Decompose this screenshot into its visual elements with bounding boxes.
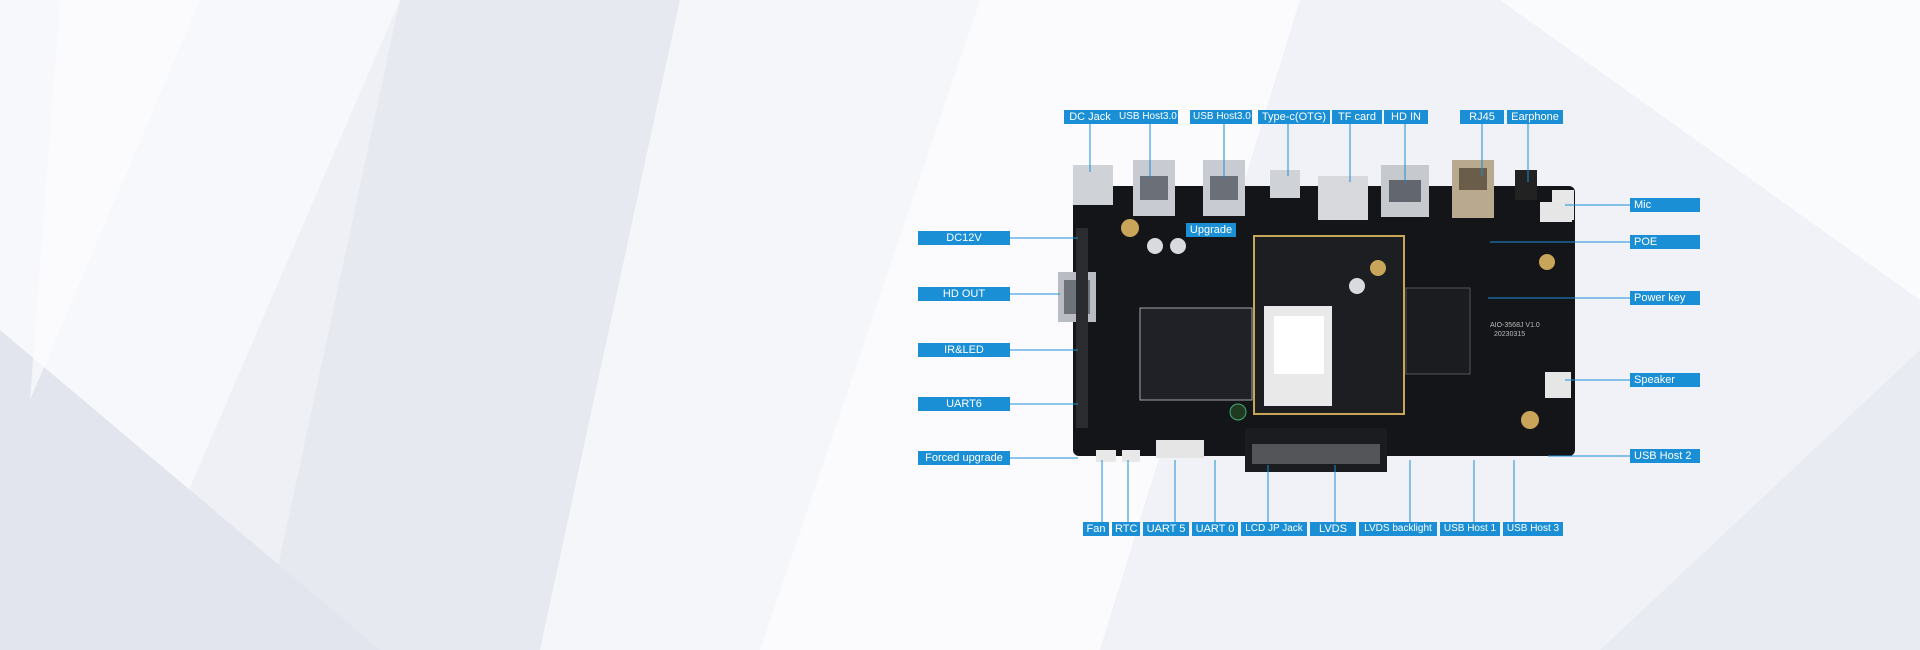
label-hd-out: HD OUT <box>918 287 1010 301</box>
board-id-silkscreen: AIO-3568J V1.0 <box>1490 322 1540 329</box>
label-hd-in: HD IN <box>1384 110 1428 124</box>
label-fan: Fan <box>1083 522 1109 536</box>
label-earphone: Earphone <box>1507 110 1563 124</box>
label-speaker: Speaker <box>1630 373 1700 387</box>
label-usb-host30-a: USB Host3.0 <box>1116 110 1178 124</box>
label-lvds-backlight: LVDS backlight <box>1359 522 1437 536</box>
label-rj45: RJ45 <box>1460 110 1504 124</box>
board-date-silkscreen: 20230315 <box>1494 331 1526 338</box>
label-mic: Mic <box>1630 198 1700 212</box>
label-usb-host2: USB Host 2 <box>1630 449 1700 463</box>
label-uart5: UART 5 <box>1143 522 1189 536</box>
label-usb-host30-b: USB Host3.0 <box>1190 110 1252 124</box>
label-dc12v: DC12V <box>918 231 1010 245</box>
label-usb-host1: USB Host 1 <box>1440 522 1500 536</box>
label-uart6: UART6 <box>918 397 1010 411</box>
label-rtc: RTC <box>1112 522 1140 536</box>
label-type-c-otg: Type-c(OTG) <box>1258 110 1330 124</box>
label-ir-led: IR&LED <box>918 343 1010 357</box>
label-lcd-jp-jack: LCD JP Jack <box>1241 522 1307 536</box>
label-forced-upgrade: Forced upgrade <box>918 451 1010 465</box>
label-upgrade: Upgrade <box>1186 223 1236 237</box>
label-power-key: Power key <box>1630 291 1700 305</box>
label-tf-card: TF card <box>1332 110 1382 124</box>
label-lvds: LVDS <box>1310 522 1356 536</box>
label-usb-host3: USB Host 3 <box>1503 522 1563 536</box>
label-poe: POE <box>1630 235 1700 249</box>
label-uart0: UART 0 <box>1192 522 1238 536</box>
label-dc-jack: DC Jack <box>1064 110 1116 124</box>
